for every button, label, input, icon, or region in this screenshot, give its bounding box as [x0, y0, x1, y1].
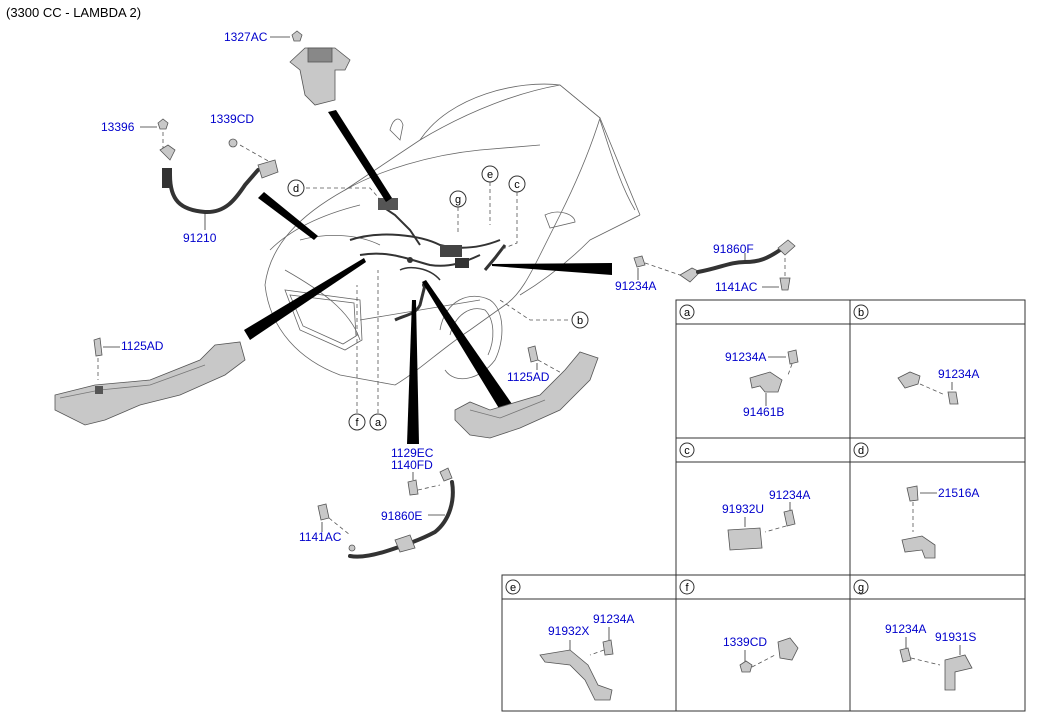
callout-e-letter: e [487, 169, 493, 181]
label-1125AD-right: 1125AD [507, 370, 550, 384]
label-1141AC-bottom: 1141AC [299, 530, 342, 544]
part-connector-1327AC [270, 30, 351, 106]
cell-g-letter: g [858, 582, 864, 594]
callout-d-letter: d [293, 183, 299, 195]
detail-cell-a: a 91234A 91461B [679, 304, 799, 419]
detail-cell-c: c 91234A 91932U [679, 442, 810, 551]
callout-b: b [571, 311, 589, 329]
cell-a-label-0: 91234A [725, 350, 766, 364]
part-cable-91210 [140, 118, 279, 230]
callout-b-letter: b [577, 315, 583, 327]
wedge-leaders [244, 110, 612, 444]
detail-cell-e: e 91234A 91932X [505, 579, 634, 701]
label-1141AC-right: 1141AC [715, 280, 758, 294]
part-cable-91860E [317, 467, 455, 559]
detail-grid [501, 299, 1026, 712]
callout-lines [306, 182, 568, 413]
cell-a-letter: a [684, 307, 691, 319]
cell-c-label-0: 91234A [769, 488, 810, 502]
label-91234A-main: 91234A [615, 279, 656, 293]
car-outline [264, 83, 641, 386]
cell-e-letter: e [510, 582, 516, 594]
callout-f-letter: f [355, 417, 359, 429]
callout-g-letter: g [455, 194, 461, 206]
detail-cell-g: g 91234A 91931S [853, 579, 976, 691]
label-91210: 91210 [183, 231, 217, 245]
cell-c-label-1: 91932U [722, 502, 764, 516]
cell-a-label-1: 91461B [743, 405, 784, 419]
cell-g-label-0: 91234A [885, 622, 926, 636]
callout-d: d [287, 179, 305, 197]
callout-a-letter: a [375, 417, 382, 429]
label-1339CD: 1339CD [210, 112, 254, 126]
label-13396: 13396 [101, 120, 135, 134]
label-1327AC: 1327AC [224, 30, 268, 44]
cell-e-label-1: 91932X [548, 624, 589, 638]
engine-harness [349, 198, 507, 322]
detail-cell-b: b 91234A [853, 304, 979, 405]
cell-g-label-1: 91931S [935, 630, 976, 644]
part-cable-91860F [633, 239, 796, 291]
page-title: (3300 CC - LAMBDA 2) [6, 5, 142, 20]
cell-c-letter: c [684, 445, 690, 457]
callout-e: e [481, 165, 499, 183]
cell-e-label-0: 91234A [593, 612, 634, 626]
label-91860E: 91860E [381, 509, 422, 523]
callout-f: f [348, 413, 366, 431]
cell-b-label-0: 91234A [938, 367, 979, 381]
label-1140FD: 1140FD [391, 458, 433, 472]
cell-d-label-0: 21516A [938, 486, 979, 500]
callout-c-letter: c [514, 179, 520, 191]
part-duct-left [54, 337, 246, 426]
detail-cell-d: d 21516A [853, 442, 979, 559]
cell-f-letter: f [685, 582, 689, 594]
callout-c: c [508, 175, 526, 193]
cell-d-letter: d [858, 445, 864, 457]
label-1129EC: 1129EC [391, 446, 434, 460]
part-duct-right [454, 345, 599, 439]
label-91860F: 91860F [713, 242, 754, 256]
cell-b-letter: b [858, 307, 864, 319]
callout-g: g [449, 190, 467, 208]
detail-cell-f: f 1339CD [679, 579, 799, 673]
cell-f-label-0: 1339CD [723, 635, 767, 649]
label-1125AD-left: 1125AD [121, 339, 164, 353]
callout-a: a [369, 413, 387, 431]
